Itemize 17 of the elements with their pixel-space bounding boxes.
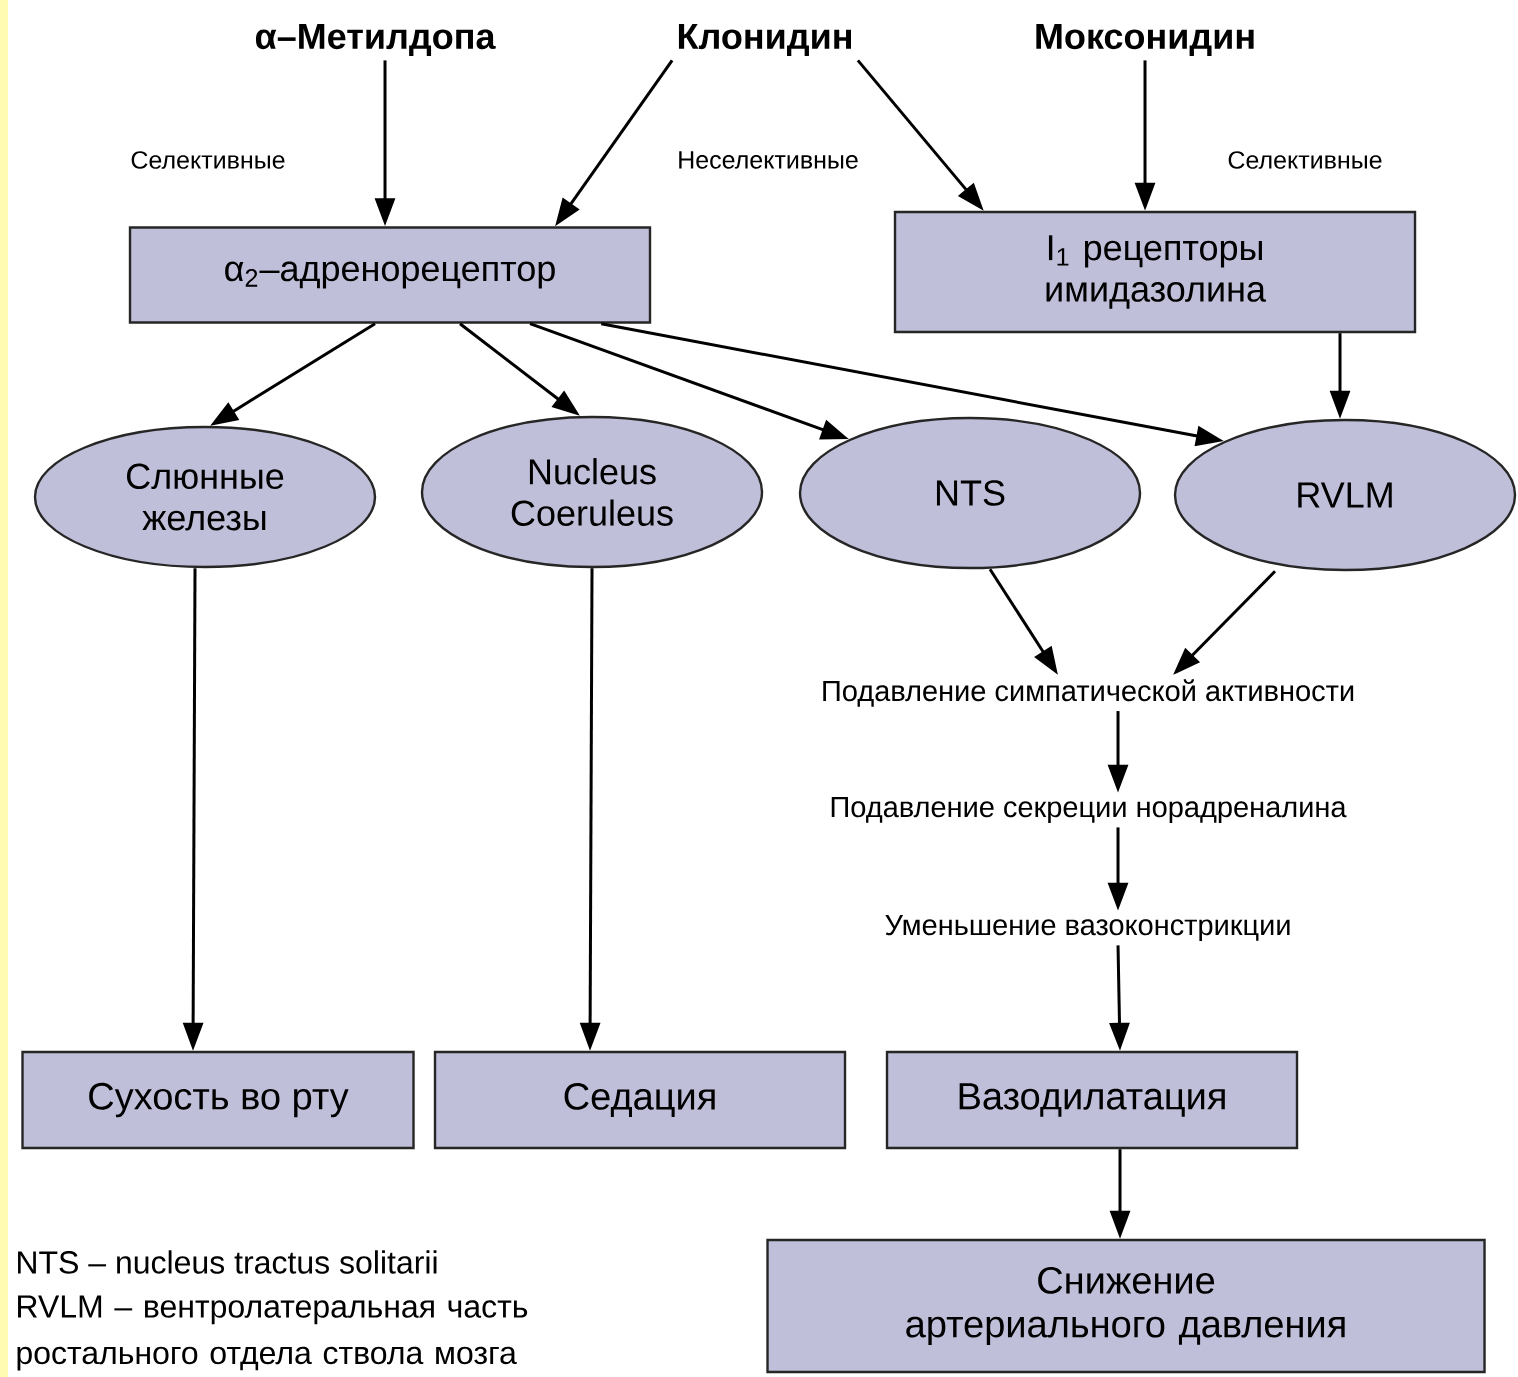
abbreviation-note: RVLM – вентролатеральная часть ростального отдела ствола мозга [17,1295,528,1371]
process-box: Сухость во рту [21,1050,415,1150]
node-text: Моксонидин [1036,24,1254,56]
process-box: Вазодилатация [885,1050,1299,1150]
node-text: Подавление симпатической активности [823,679,1354,707]
selectivity-label: Неселективные [679,151,858,169]
node-text: Подавление секреции норадреналина [831,797,1347,823]
node-text: Клонидин [678,24,851,56]
process-box: α$_{2}$–адренорецептор [128,226,652,324]
process-box: Снижение артериального давления [766,1238,1486,1374]
selectivity-label: Селективные [131,151,285,169]
selectivity-label: Селективные [1228,151,1382,169]
process-box: Седация [433,1050,847,1150]
node-text: α–Метилдопа [255,24,496,56]
node-text: Уменьшение вазоконстрикции [885,915,1290,941]
process-box: I$_{1}$ рецепторы имидазолина [893,210,1417,334]
abbreviation-note: NTS – nucleus tractus solitarii [18,1250,437,1274]
